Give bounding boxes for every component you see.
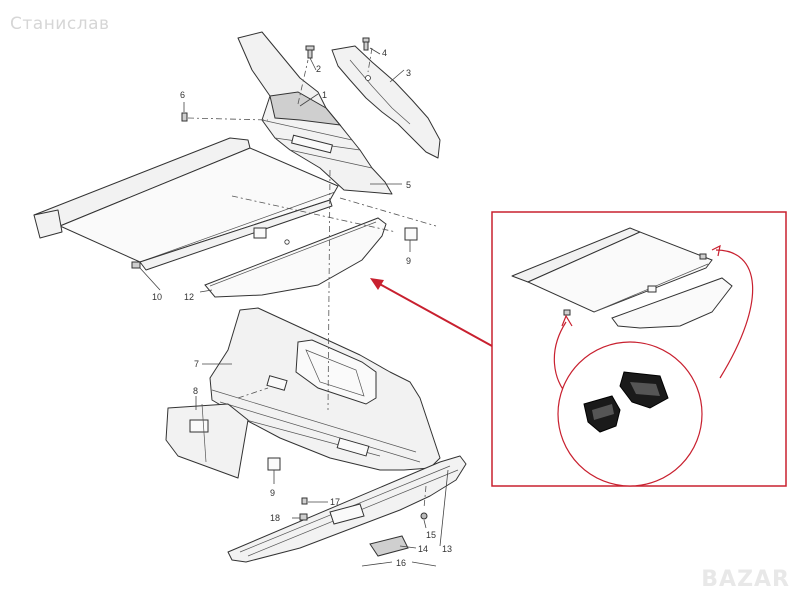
clip-9-upper (404, 227, 418, 241)
clip-15 (420, 512, 428, 520)
callout-9-lower: 9 (270, 488, 275, 498)
clip-17 (301, 497, 308, 505)
callout-14: 14 (418, 544, 428, 554)
luggage-cover-roller (33, 137, 339, 271)
watermark-text: Станислав (10, 14, 110, 34)
callout-8: 8 (193, 386, 198, 396)
clip-detail-left (583, 395, 621, 433)
callout-5: 5 (406, 180, 411, 190)
callout-10: 10 (152, 292, 162, 302)
callout-13: 13 (442, 544, 452, 554)
clip-18 (299, 513, 308, 521)
callout-9-upper: 9 (406, 256, 411, 266)
cargo-net-frame (204, 217, 387, 298)
leader-lines (139, 47, 449, 567)
clip-detail-right (619, 371, 669, 409)
callout-18: 18 (270, 513, 280, 523)
sill-plate (227, 455, 467, 563)
bolt-6 (181, 112, 188, 122)
callout-6: 6 (180, 90, 185, 100)
callout-2: 2 (316, 64, 321, 74)
callout-labels: 1 2 3 4 5 6 7 8 9 9 10 12 13 14 15 16 17… (152, 48, 452, 568)
callout-3: 3 (406, 68, 411, 78)
clip-2 (305, 45, 315, 59)
clip-4 (362, 37, 370, 51)
detail-inset (491, 211, 787, 487)
lower-side-trim (209, 307, 441, 471)
assembly-lines (187, 47, 437, 509)
clip-9-lower (267, 457, 281, 471)
access-panel (165, 403, 249, 479)
callout-12: 12 (184, 292, 194, 302)
callout-16: 16 (396, 558, 406, 568)
callout-7: 7 (194, 359, 199, 369)
upper-left-pillar-trim (237, 31, 393, 195)
callout-17: 17 (330, 497, 340, 507)
callout-4: 4 (382, 48, 387, 58)
callout-15: 15 (426, 530, 436, 540)
callout-1: 1 (322, 90, 327, 100)
highlight-arrow (370, 278, 493, 347)
upper-right-pillar-trim (331, 45, 441, 159)
bazar-logo: BAZAR (701, 567, 790, 592)
